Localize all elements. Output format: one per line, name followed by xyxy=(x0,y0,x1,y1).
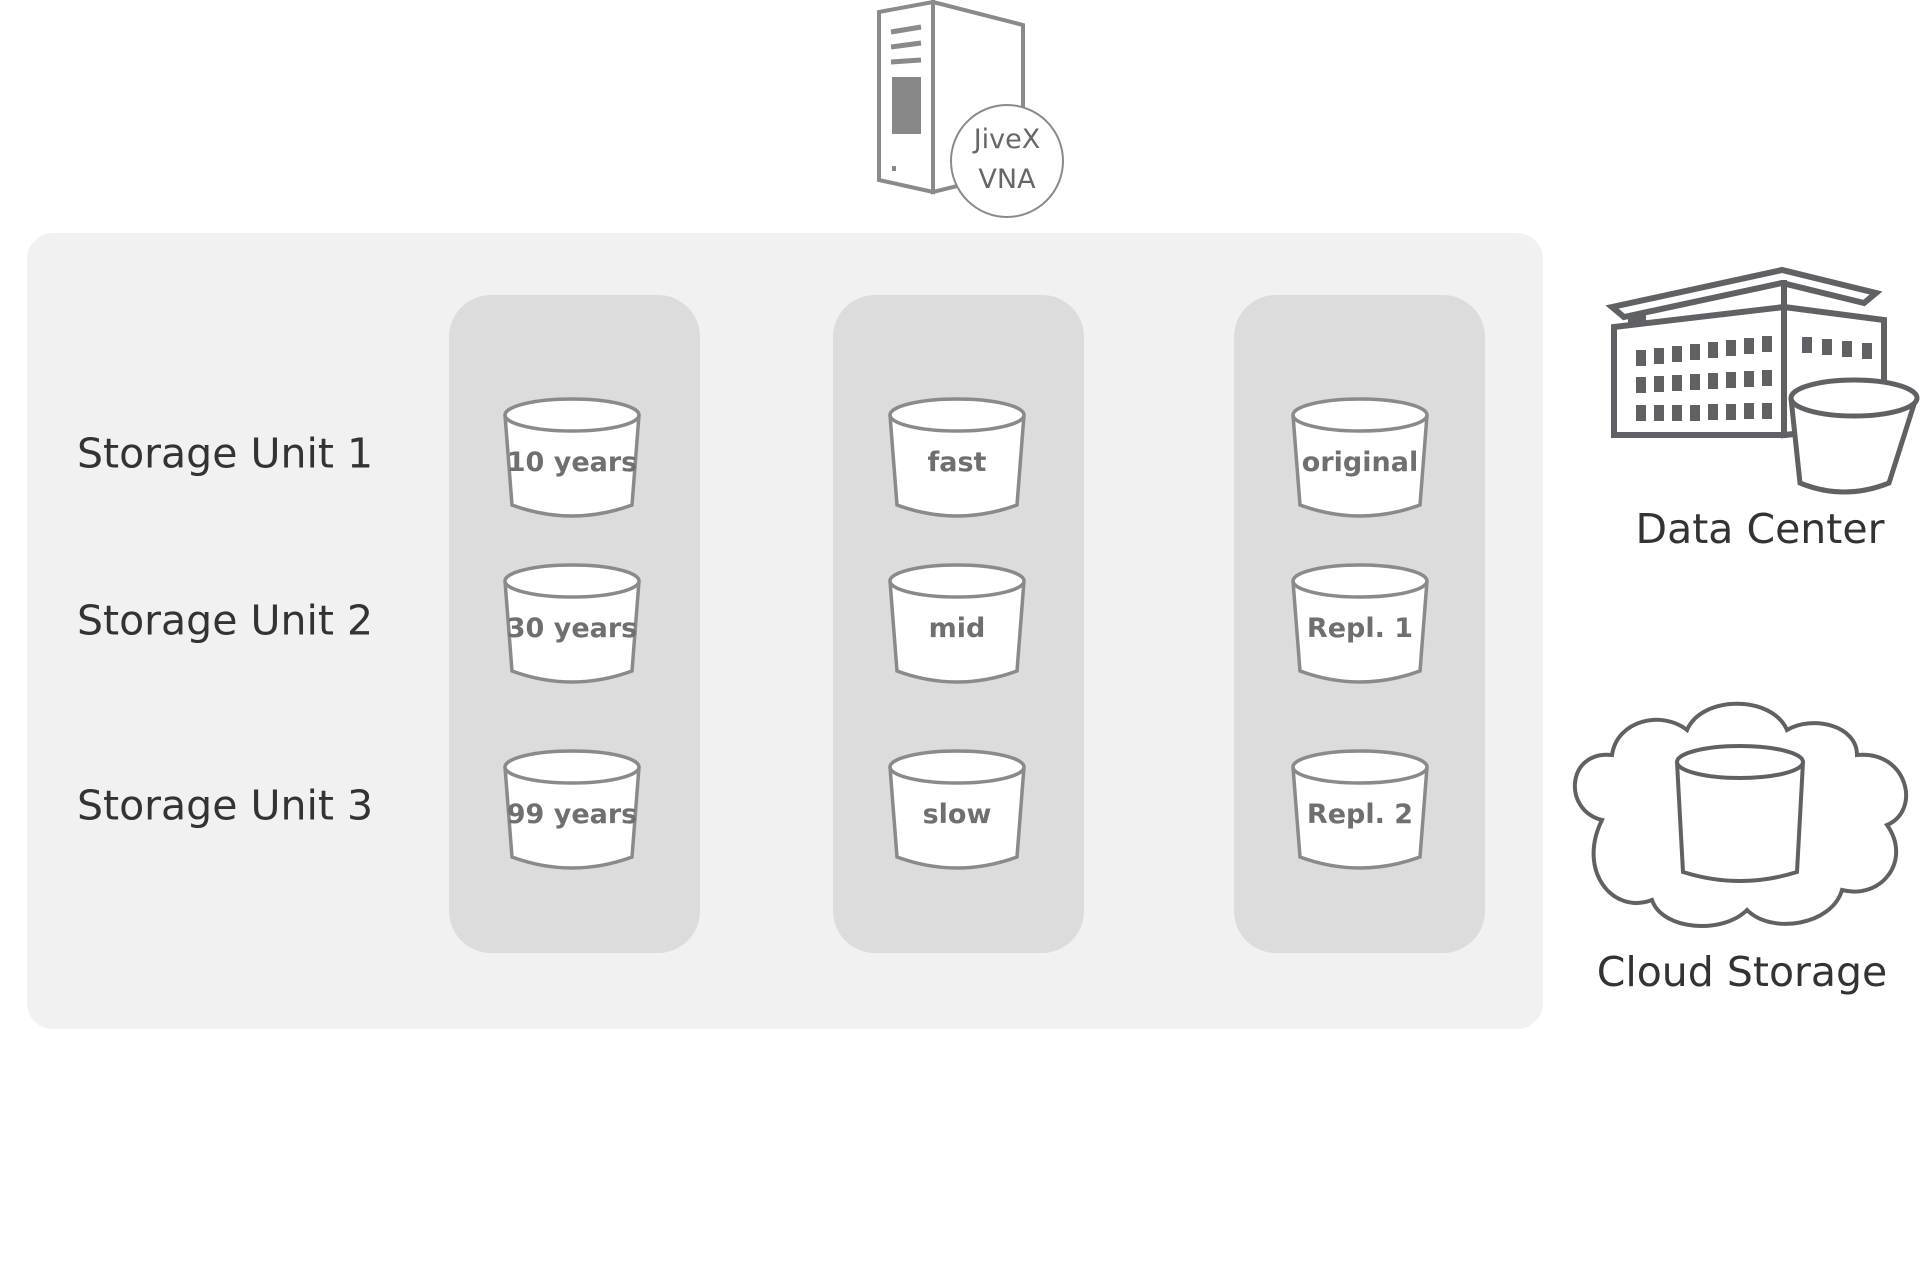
storage-unit-3-label: Storage Unit 3 xyxy=(77,781,374,830)
storage-cylinder-replication-3: Repl. 2 xyxy=(1290,747,1430,877)
storage-unit-2-label: Storage Unit 2 xyxy=(77,596,374,645)
storage-cylinder-retention-3: 99 years xyxy=(502,747,642,877)
cylinder-label: original xyxy=(1301,447,1419,478)
cloud-storage-label: Cloud Storage xyxy=(1596,948,1888,996)
storage-cylinder-replication-2: Repl. 1 xyxy=(1290,561,1430,691)
storage-cylinder-speed-1: fast xyxy=(887,395,1027,525)
cloud-storage-icon xyxy=(1562,700,1920,935)
cylinder-label: slow xyxy=(922,799,992,830)
storage-unit-1-label: Storage Unit 1 xyxy=(77,429,374,478)
storage-cylinder-retention-2: 30 years xyxy=(502,561,642,691)
storage-cylinder-retention-1: 10 years xyxy=(502,395,642,525)
storage-cylinder-replication-1: original xyxy=(1290,395,1430,525)
cylinder-label: 10 years xyxy=(506,447,638,478)
data-center-icon xyxy=(1604,265,1920,495)
data-center-label: Data Center xyxy=(1635,505,1885,553)
cylinder-label: 99 years xyxy=(506,799,638,830)
storage-cylinder-speed-2: mid xyxy=(887,561,1027,691)
cylinder-label: mid xyxy=(928,613,986,644)
badge-line1: JiveX xyxy=(973,124,1041,155)
storage-cylinder-speed-3: slow xyxy=(887,747,1027,877)
cylinder-label: Repl. 2 xyxy=(1306,799,1414,830)
jivex-vna-badge: JiveX VNA xyxy=(950,104,1064,218)
cylinder-label: fast xyxy=(927,447,987,478)
cylinder-label: Repl. 1 xyxy=(1306,613,1414,644)
badge-line2: VNA xyxy=(978,164,1036,195)
cylinder-label: 30 years xyxy=(506,613,638,644)
